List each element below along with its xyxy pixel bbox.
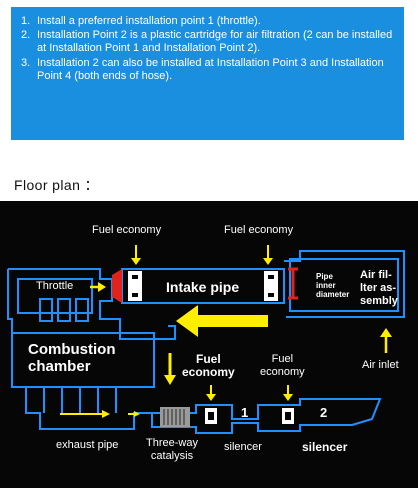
installation-notes-box: 1. Install a preferred installation poin…	[11, 7, 404, 140]
note-number: 1.	[21, 15, 31, 27]
label-pipe-inner-diameter: Pipe inner diameter	[316, 272, 350, 299]
label-fuel-economy-bold: Fuel economy	[182, 352, 235, 379]
engine-block-outline	[8, 268, 176, 340]
note-item-1: 1. Install a preferred installation poin…	[21, 15, 394, 28]
note-text: Installation 2 can also be installed at …	[37, 56, 384, 82]
note-item-3: 3. Installation 2 can also be installed …	[21, 57, 394, 83]
floor-plan-diagram: Fuel economy Fuel economy Throttle Intak…	[0, 201, 418, 488]
runner-1	[39, 298, 53, 322]
combustion-chamber-box	[11, 332, 155, 388]
label-exhaust-pipe: exhaust pipe	[56, 439, 119, 451]
exhaust-manifold	[25, 387, 117, 413]
label-air-inlet: Air inlet	[362, 359, 399, 371]
label-silencer-1-number: 1	[241, 405, 249, 420]
label-silencer-1: silencer	[224, 441, 262, 453]
air-filter-inner	[289, 258, 399, 312]
throttle-marker	[112, 269, 122, 303]
label-silencer-2: silencer	[302, 440, 348, 454]
label-intake-pipe: Intake pipe	[166, 279, 240, 295]
note-number: 2.	[21, 29, 31, 42]
runner-2	[57, 298, 71, 322]
pipe-diameter-marker	[288, 267, 298, 300]
installation-notes-list: 1. Install a preferred installation poin…	[21, 15, 394, 83]
engine-block-inner	[17, 278, 93, 314]
note-number: 3.	[21, 56, 31, 69]
flow-arrows	[60, 245, 392, 418]
label-fuel-economy-left: Fuel economy	[92, 224, 162, 236]
coupler-left	[128, 271, 142, 301]
label-fuel-economy-right: Fuel economy	[224, 224, 294, 236]
coupler-right	[264, 271, 278, 301]
floor-plan-title: Floor plan ：	[14, 177, 99, 193]
label-three-way-catalysis: Three-way catalysis	[146, 437, 198, 462]
engine-block-left	[7, 269, 152, 430]
label-silencer-2-number: 2	[320, 405, 328, 420]
diagram-drawing	[7, 245, 405, 434]
air-filter-outline	[284, 250, 405, 318]
runner-3	[75, 298, 89, 322]
exhaust-line-top	[151, 398, 382, 434]
label-fuel-economy-small: Fuel economy	[260, 353, 305, 378]
note-item-2: 2. Installation Point 2 is a plastic car…	[21, 29, 394, 55]
note-text: Install a preferred installation point 1…	[37, 15, 261, 27]
label-throttle: Throttle	[36, 280, 74, 292]
label-air-filter-assembly: Air fil- lter as- sembly	[360, 269, 398, 307]
note-text: Installation Point 2 is a plastic cartri…	[37, 29, 393, 55]
label-combustion-chamber: Combustion chamber	[28, 341, 116, 375]
